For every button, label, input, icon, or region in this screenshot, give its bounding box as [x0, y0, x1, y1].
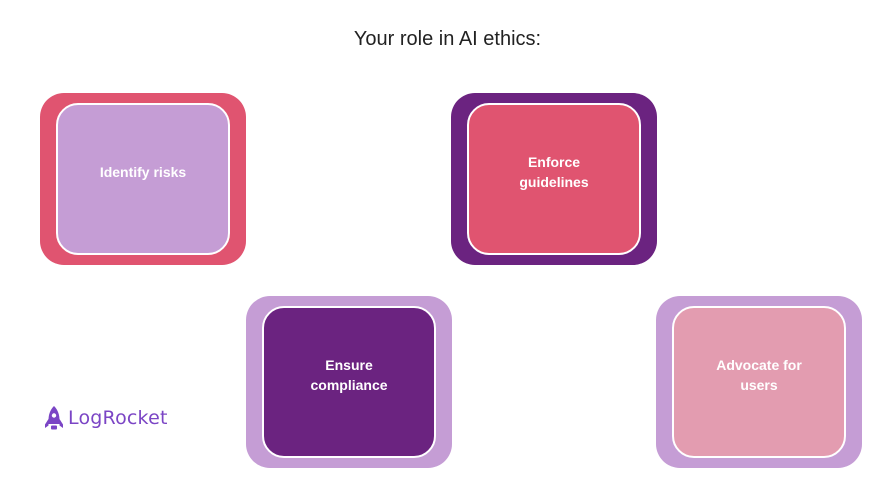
card-inner: Ensure compliance	[262, 306, 436, 458]
card-identify-risks: Identify risks	[40, 93, 246, 265]
card-label: Advocate for users	[716, 357, 802, 393]
card-label: Ensure compliance	[310, 357, 388, 393]
card-label: Enforce guidelines	[519, 154, 589, 190]
logo-text: LogRocket	[68, 407, 168, 429]
card-advocate-for-users: Advocate for users	[656, 296, 862, 468]
logrocket-logo: LogRocket	[44, 403, 168, 433]
card-inner: Identify risks	[56, 103, 230, 255]
card-inner: Enforce guidelines	[467, 103, 641, 255]
card-enforce-guidelines: Enforce guidelines	[451, 93, 657, 265]
page-title: Your role in AI ethics:	[353, 28, 542, 50]
card-label: Identify risks	[99, 164, 187, 180]
card-inner: Advocate for users	[672, 306, 846, 458]
card-ensure-compliance: Ensure compliance	[246, 296, 452, 468]
rocket-icon	[45, 406, 63, 430]
